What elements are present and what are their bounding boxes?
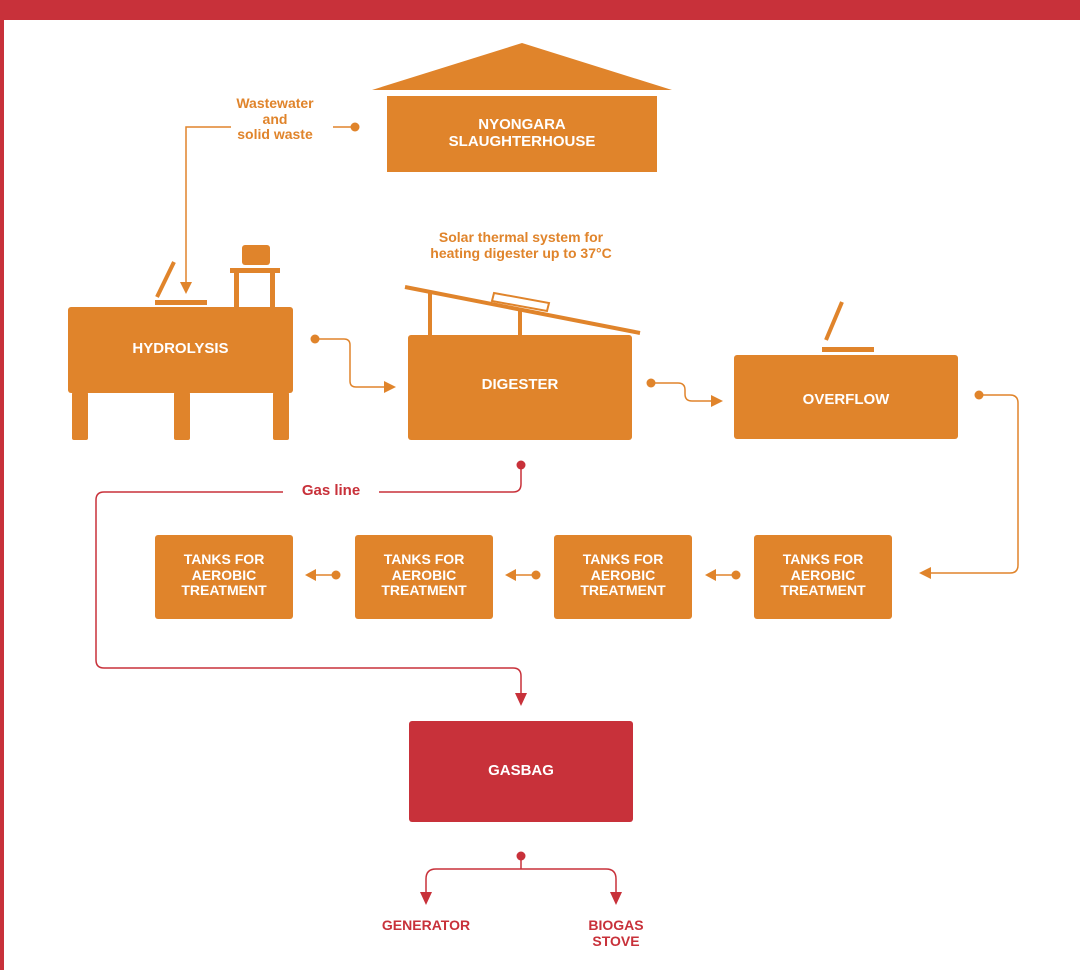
- tank-4-box: [754, 535, 892, 619]
- overflow-arrowhead: [711, 395, 723, 407]
- waste-connector-dot: [350, 122, 360, 132]
- hydrolysis-leg-2: [174, 392, 190, 440]
- generator-label: GENERATOR: [381, 917, 471, 933]
- hydrolysis-label: HYDROLYSIS: [132, 340, 229, 357]
- tank2-arrowhead: [505, 569, 516, 581]
- tank-4-label: TANKS FOR AEROBIC TREATMENT: [780, 551, 866, 599]
- overflow-lid-base: [822, 347, 874, 352]
- gasbag-label: GASBAG: [488, 762, 554, 779]
- overflow-lid: [824, 301, 844, 341]
- solar-panel: [404, 285, 641, 335]
- overflow-tank-connector: [931, 394, 1019, 574]
- tank-2-label: TANKS FOR AEROBIC TREATMENT: [381, 551, 467, 599]
- hydrolysis-motor: [242, 245, 270, 265]
- solar-collector: [490, 291, 551, 313]
- digester-arrowhead: [384, 381, 396, 393]
- hydrolysis-digester-connector: [315, 338, 384, 388]
- solar-post-r: [518, 310, 522, 336]
- tank4-arrowhead: [919, 567, 931, 579]
- slaughterhouse-box: [387, 96, 657, 172]
- hydrolysis-lid-base: [155, 300, 207, 305]
- generator-arrowhead: [420, 892, 432, 905]
- hydrolysis-leg-3: [273, 392, 289, 440]
- slaughterhouse-roof: [372, 43, 672, 90]
- hydrolysis-stand-leg-l: [234, 273, 239, 308]
- hydrolysis-lid: [155, 261, 176, 298]
- biogas-stove-label: BIOGAS STOVE: [588, 917, 644, 949]
- digester-label: DIGESTER: [481, 376, 559, 393]
- waste-arrowhead: [180, 282, 192, 294]
- hydrolysis-box: [68, 307, 293, 393]
- gas-line: [95, 465, 522, 693]
- solar-post-l: [428, 292, 432, 336]
- left-border: [0, 0, 4, 970]
- waste-label: Wastewater and solid waste: [236, 95, 314, 143]
- gasbag-box: [409, 721, 633, 822]
- tank-3-label: TANKS FOR AEROBIC TREATMENT: [580, 551, 666, 599]
- overflow-label: OVERFLOW: [802, 391, 890, 408]
- tank-1-box: [155, 535, 293, 619]
- waste-connector-line: [185, 126, 231, 284]
- digester-overflow-connector: [651, 382, 711, 402]
- hydrolysis-stand-leg-r: [270, 273, 275, 308]
- tank1-arrowhead: [305, 569, 316, 581]
- gasbag-arrowhead: [515, 693, 527, 706]
- slaughterhouse-label: NYONGARA SLAUGHTERHOUSE: [448, 116, 596, 150]
- tank3-arrowhead: [705, 569, 716, 581]
- tank-3-box: [554, 535, 692, 619]
- digester-box: [408, 335, 632, 440]
- stove-arrowhead: [610, 892, 622, 905]
- tank-2-box: [355, 535, 493, 619]
- solar-label: Solar thermal system for heating digeste…: [430, 229, 612, 261]
- hydrolysis-leg-1: [72, 392, 88, 440]
- tank-1-label: TANKS FOR AEROBIC TREATMENT: [181, 551, 267, 599]
- top-border: [0, 0, 1080, 20]
- gasbag-output-connector: [425, 856, 617, 893]
- gas-line-label: Gas line: [283, 482, 379, 500]
- overflow-box: [734, 355, 958, 439]
- hydrolysis-stand-top: [230, 268, 280, 273]
